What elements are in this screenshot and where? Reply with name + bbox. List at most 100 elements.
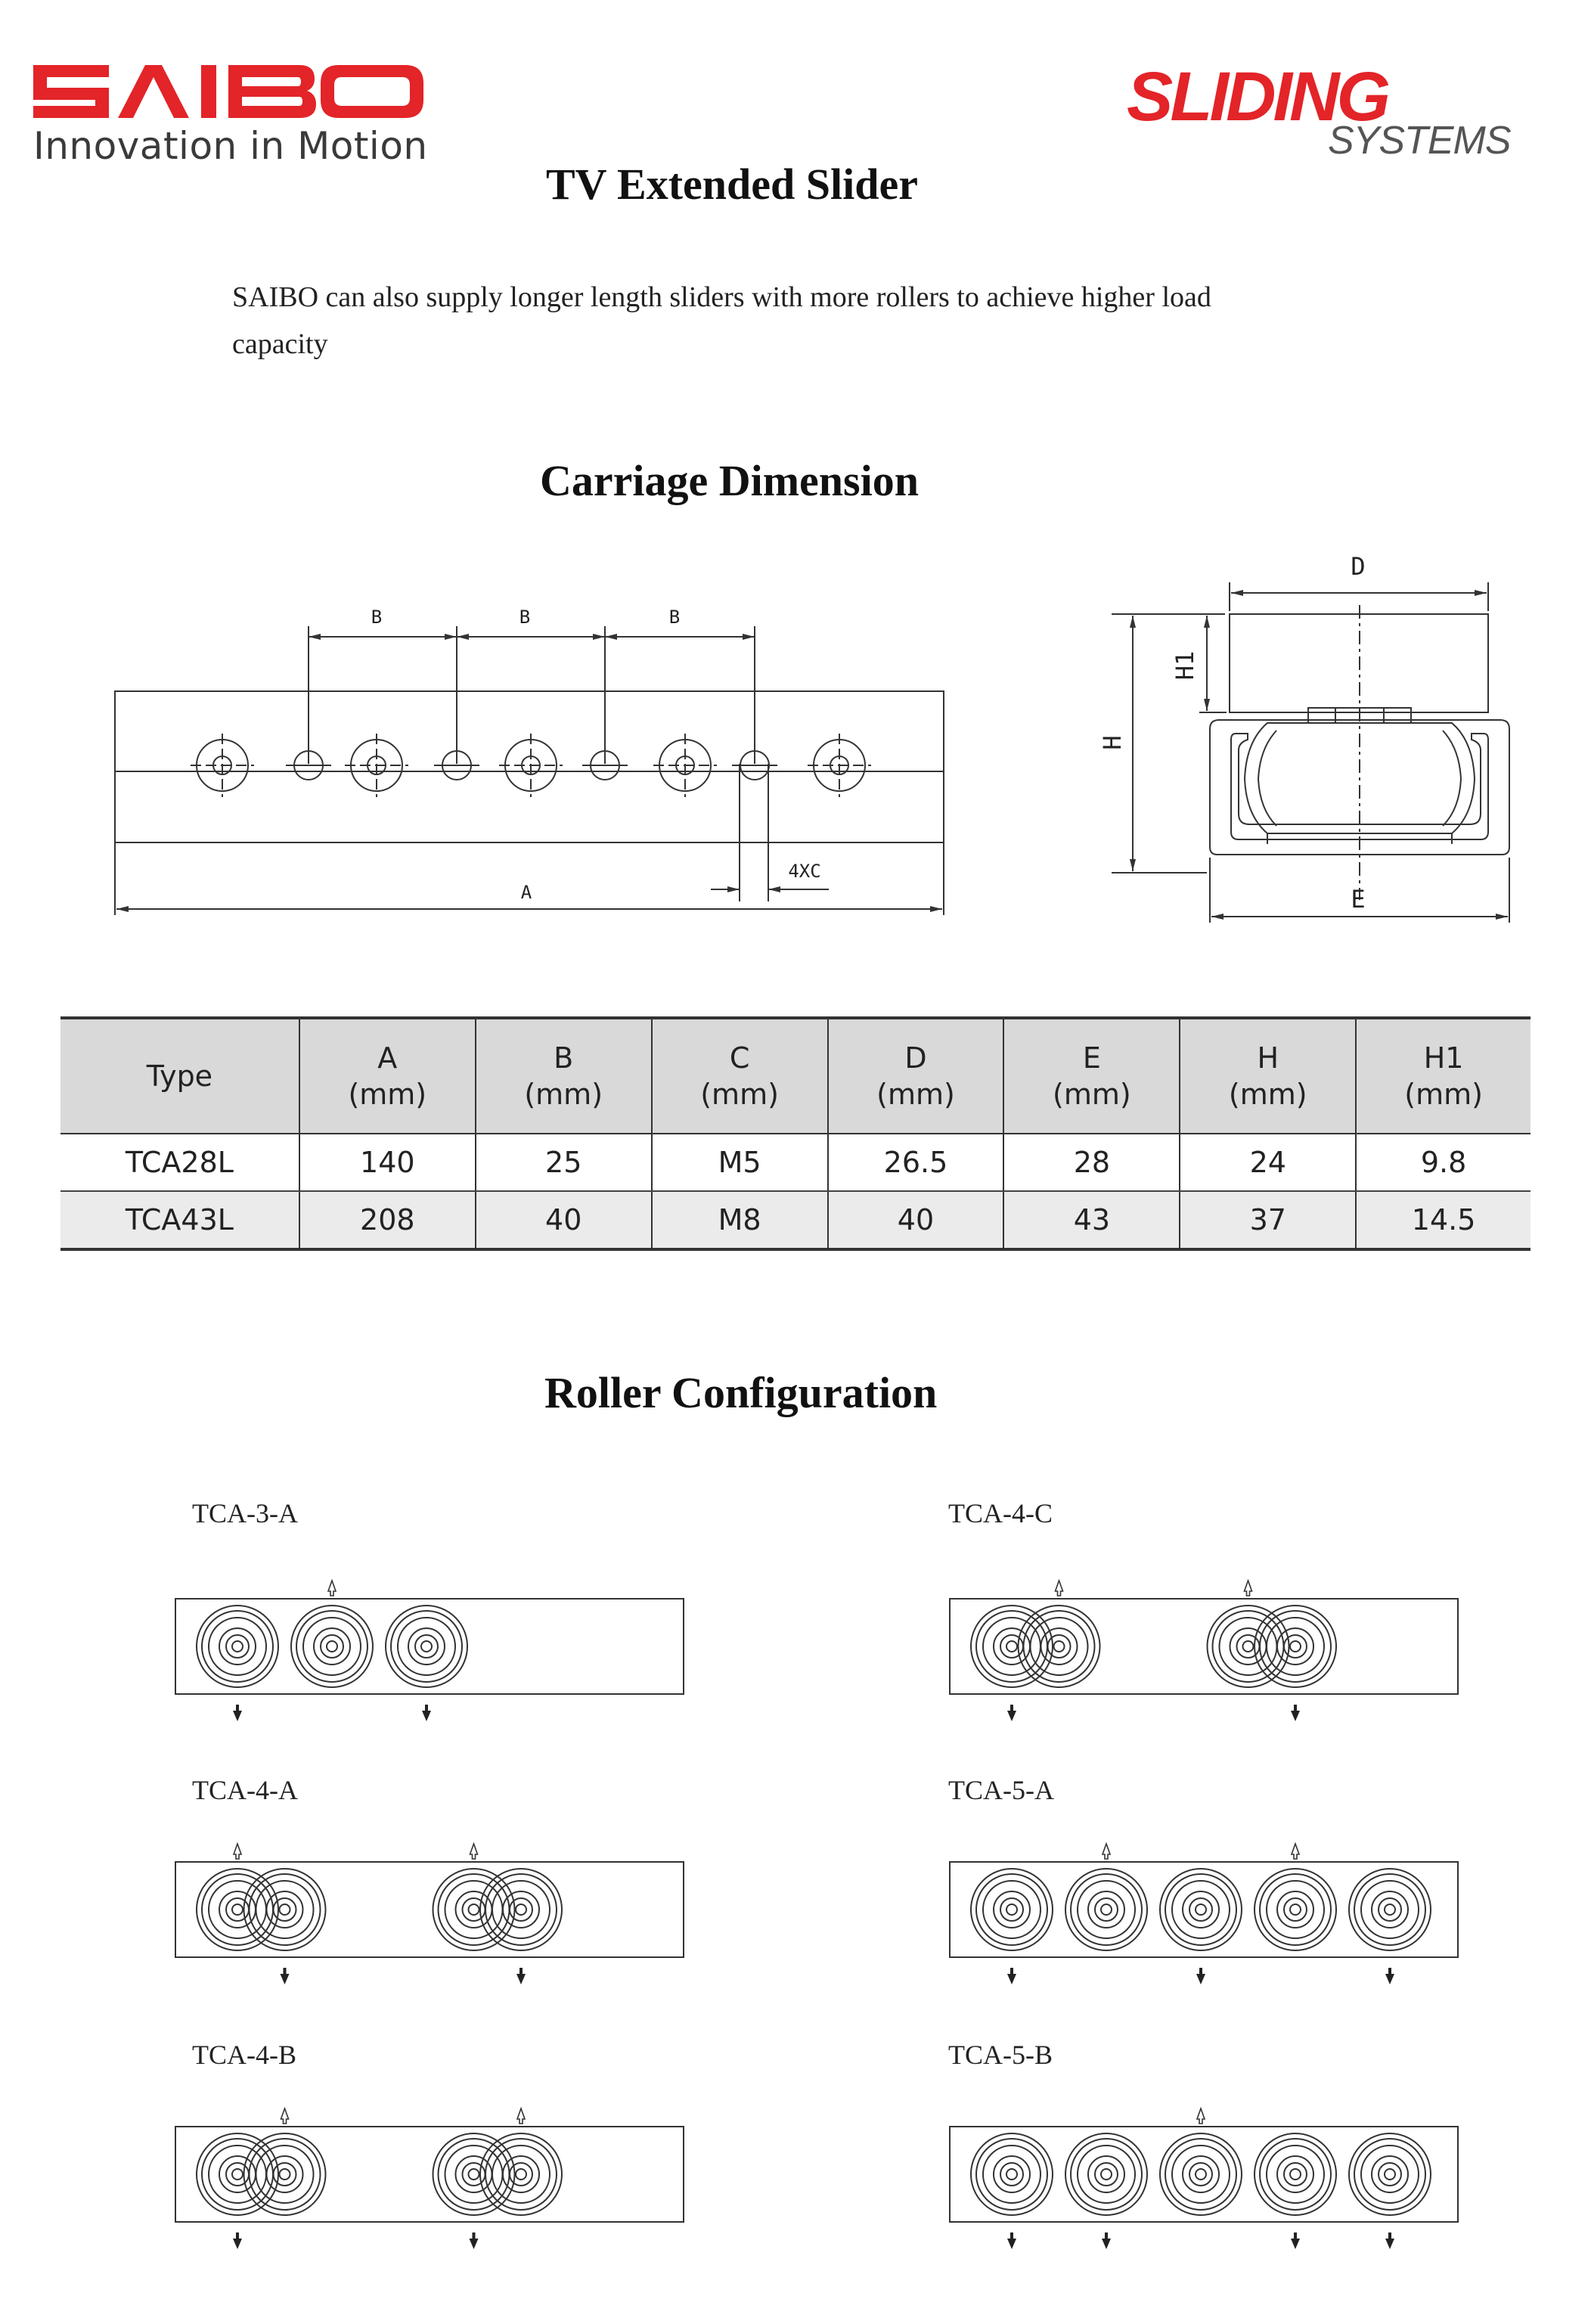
mount-hole xyxy=(653,734,717,797)
roller-wheel xyxy=(1159,2133,1242,2216)
roller-config-diagram xyxy=(175,2106,684,2249)
load-arrow-up-icon xyxy=(516,2106,526,2124)
roller-config-diagram xyxy=(175,1842,684,1984)
roller-config-label: TCA-5-A xyxy=(948,1775,1054,1805)
col-header: H(mm) xyxy=(1179,1016,1357,1134)
load-arrow-up-icon xyxy=(1196,2106,1206,2124)
roller-wheel xyxy=(1065,2133,1148,2216)
carriage-front-drawing: B B B A 4XC xyxy=(114,607,944,915)
sliding-logo-sub: SYSTEMS xyxy=(1328,119,1511,163)
roller-wheel xyxy=(1254,1605,1337,1688)
load-arrow-down-icon xyxy=(1007,1705,1016,1721)
load-arrow-down-icon xyxy=(1385,2232,1394,2249)
roller-config-label: TCA-5-B xyxy=(948,2040,1053,2070)
intro-paragraph: SAIBO can also supply longer length slid… xyxy=(232,281,1211,360)
dim-label-d: D xyxy=(1351,552,1365,581)
table-cell: M8 xyxy=(650,1191,829,1251)
load-arrow-up-icon xyxy=(1101,1842,1112,1860)
sliding-logo-main: SLIDING xyxy=(1127,58,1391,135)
load-arrow-up-icon xyxy=(1290,1842,1301,1860)
roller-wheel xyxy=(479,2133,563,2216)
col-header: B(mm) xyxy=(474,1016,653,1134)
load-arrow-down-icon xyxy=(1385,1968,1394,1984)
carriage-plate xyxy=(175,2126,684,2223)
table-row: TCA43L 208 40 M8 40 43 37 14.5 xyxy=(60,1191,1531,1251)
table-row: TCA28L 140 25 M5 26.5 28 24 9.8 xyxy=(60,1134,1531,1192)
mount-hole xyxy=(808,734,871,797)
load-arrow-down-icon xyxy=(1007,1968,1016,1984)
load-arrow-down-icon xyxy=(1291,2232,1300,2249)
roller-config-diagram xyxy=(175,1578,684,1721)
table-cell: 43 xyxy=(1003,1191,1181,1251)
roller-wheel xyxy=(970,1868,1053,1951)
dim-label-h1: H1 xyxy=(1171,651,1199,681)
page-title: TV Extended Slider xyxy=(546,160,919,209)
dim-label-h: H xyxy=(1098,735,1127,749)
table-cell: 28 xyxy=(1003,1134,1181,1192)
roller-config-label: TCA-4-A xyxy=(192,1775,298,1805)
saibo-logo xyxy=(33,65,423,118)
carriage-dimension-title: Carriage Dimension xyxy=(540,456,919,505)
sliding-systems-logo: SLIDING SYSTEMS xyxy=(1127,62,1535,168)
roller-wheel xyxy=(290,1605,374,1688)
threaded-hole xyxy=(732,750,777,780)
roller-wheel xyxy=(1017,1605,1101,1688)
load-arrow-down-icon xyxy=(1007,2232,1016,2249)
brand-tagline: Innovation in Motion xyxy=(33,124,428,168)
threaded-hole xyxy=(286,750,331,780)
table-cell: 24 xyxy=(1179,1134,1357,1192)
roller-wheel xyxy=(243,1868,327,1951)
load-arrow-down-icon xyxy=(233,2232,242,2249)
load-arrow-down-icon xyxy=(1291,1705,1300,1721)
roller-wheel xyxy=(1348,2133,1431,2216)
load-arrow-up-icon xyxy=(469,1842,479,1860)
roller-config-label: TCA-4-C xyxy=(948,1498,1053,1528)
roller-wheel xyxy=(1159,1868,1242,1951)
carriage-plate xyxy=(175,1598,684,1695)
roller-wheel xyxy=(479,1868,563,1951)
roller-wheel xyxy=(1065,1868,1148,1951)
spec-table: Type A(mm) B(mm) C(mm) D(mm) E(mm) H(mm)… xyxy=(60,1016,1531,1251)
roller-config-diagram xyxy=(949,1842,1459,1984)
table-cell: 208 xyxy=(298,1191,476,1251)
col-header: E(mm) xyxy=(1003,1016,1181,1134)
load-arrow-down-icon xyxy=(233,1705,242,1721)
load-arrow-up-icon xyxy=(232,1842,243,1860)
roller-config-label: TCA-4-B xyxy=(192,2040,296,2070)
load-arrow-down-icon xyxy=(280,1968,290,1984)
mount-hole xyxy=(499,734,563,797)
roller-wheel xyxy=(970,2133,1053,2216)
mount-hole xyxy=(191,734,254,797)
load-arrow-down-icon xyxy=(516,1968,526,1984)
col-header: D(mm) xyxy=(827,1016,1005,1134)
roller-wheel xyxy=(385,1605,468,1688)
dim-label-b: B xyxy=(519,607,530,628)
table-cell: 40 xyxy=(474,1191,653,1251)
dim-label-b: B xyxy=(371,607,382,628)
roller-wheel xyxy=(196,1605,279,1688)
load-arrow-up-icon xyxy=(1054,1578,1064,1596)
table-cell: 37 xyxy=(1179,1191,1357,1251)
dim-label-e: E xyxy=(1351,885,1365,914)
roller-configuration-title: Roller Configuration xyxy=(544,1368,938,1417)
table-cell: 140 xyxy=(298,1134,476,1192)
carriage-plate xyxy=(949,2126,1459,2223)
table-cell: 26.5 xyxy=(827,1134,1005,1192)
spec-table-header: Type A(mm) B(mm) C(mm) D(mm) E(mm) H(mm)… xyxy=(60,1016,1531,1134)
load-arrow-up-icon xyxy=(1243,1578,1253,1596)
col-header: Type xyxy=(60,1016,300,1134)
mount-hole xyxy=(345,734,408,797)
table-cell: M5 xyxy=(650,1134,829,1192)
col-header: C(mm) xyxy=(650,1016,829,1134)
dim-label-c: 4XC xyxy=(788,861,820,882)
carriage-side-drawing: D E H H1 xyxy=(1098,552,1510,923)
roller-config-diagram xyxy=(949,2106,1459,2249)
dim-label-b: B xyxy=(669,607,680,628)
roller-config-label: TCA-3-A xyxy=(192,1498,298,1528)
roller-config-diagram xyxy=(949,1578,1459,1721)
load-arrow-up-icon xyxy=(327,1578,337,1596)
roller-wheel xyxy=(1348,1868,1431,1951)
table-cell: 40 xyxy=(827,1191,1005,1251)
table-cell: 14.5 xyxy=(1355,1191,1531,1251)
table-cell: 9.8 xyxy=(1355,1134,1531,1192)
